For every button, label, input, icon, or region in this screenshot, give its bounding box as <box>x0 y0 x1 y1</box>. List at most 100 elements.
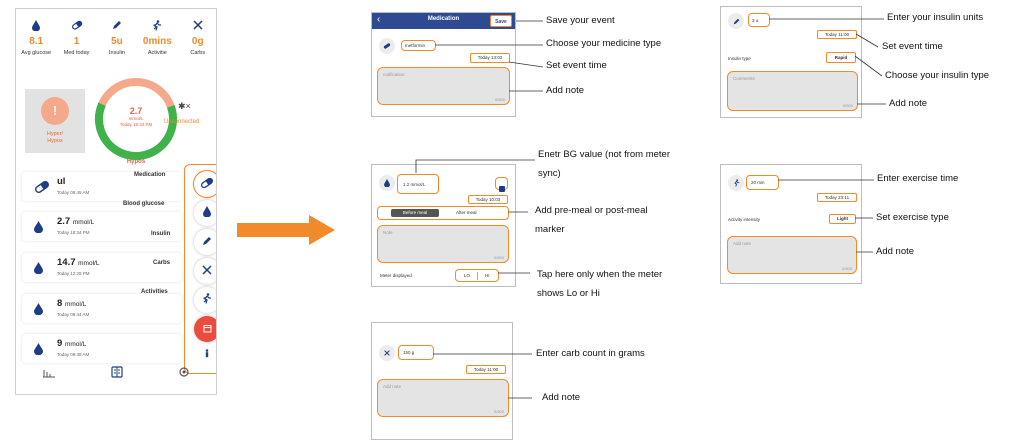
entry-value: 8 <box>57 298 63 309</box>
callout-lohi-line1: Tap here only when the meter <box>537 269 663 280</box>
bg-value-field[interactable]: 1.2 mmol/L <box>397 174 439 194</box>
glucose-ring[interactable] <box>83 76 189 162</box>
nav-chart-icon[interactable] <box>42 365 56 383</box>
list-item[interactable]: 8 mmol/L Today 09:44 AM <box>22 294 182 323</box>
leader-line <box>854 55 883 77</box>
stat-med-today: 1 Med today <box>59 19 95 67</box>
activity-intensity-select[interactable]: Light <box>829 214 856 224</box>
exercise-time-field[interactable]: 20 min <box>746 175 779 190</box>
add-carbs-button[interactable] <box>194 258 216 284</box>
nav-bar: ‹ Medication Save <box>372 13 515 29</box>
stat-label: Med today <box>63 50 90 56</box>
exercise-screen: 20 min Today 23:11 Activity intensity Li… <box>720 164 862 284</box>
stat-value: 1 <box>73 36 80 47</box>
event-time-field[interactable]: Today 11:00 <box>466 365 506 374</box>
ring-arc-green <box>95 78 177 160</box>
pill-icon <box>59 19 95 31</box>
nav-logbook-icon[interactable] <box>110 365 124 383</box>
list-item[interactable]: 9 mmol/L Today 09:38 AM <box>22 334 182 363</box>
bluetooth-icon[interactable]: ✱× <box>178 101 191 111</box>
insulin-units-field[interactable]: 3 u <box>748 13 770 27</box>
note-placeholder: Note <box>383 230 393 235</box>
note-placeholder: Add note <box>383 384 402 389</box>
ring-time: Today 18:34 PM <box>119 122 153 127</box>
add-insulin-button[interactable] <box>194 229 216 255</box>
cutlery-icon <box>202 262 212 280</box>
close-menu-button[interactable] <box>194 316 216 342</box>
drop-icon <box>34 302 43 320</box>
entry-unit: mmol/L <box>64 301 87 308</box>
before-meal-button[interactable]: Before meal <box>391 209 439 217</box>
list-item[interactable]: 2.7 mmol/L Today 18:34 PM <box>22 212 182 241</box>
stat-carbs: 0g Carbs <box>180 19 216 67</box>
add-medication-button[interactable] <box>193 170 216 198</box>
event-time-field[interactable]: Today 13:02 <box>470 53 510 63</box>
entry-unit: mmol/L <box>78 260 100 267</box>
fab-label-carbs: Carbs <box>153 260 171 266</box>
note-field[interactable]: Add note 0/500 <box>377 379 509 417</box>
hypos-label: Hypos <box>47 138 63 144</box>
carb-unit: g <box>411 350 415 355</box>
person-icon <box>204 345 210 363</box>
note-placeholder: Comments <box>733 76 755 81</box>
insulin-type-select[interactable]: Rapid <box>826 52 856 63</box>
hi-button[interactable]: HI <box>485 273 490 278</box>
drop-icon <box>34 342 43 360</box>
add-blood-glucose-button[interactable] <box>194 200 216 226</box>
entry-time: Today 12:28 PM <box>57 271 90 276</box>
note-field[interactable]: Comments 0/500 <box>727 71 858 111</box>
add-activities-button[interactable] <box>194 287 216 313</box>
meter-sync-button[interactable] <box>495 177 508 192</box>
lo-hi-toggle[interactable]: LO HI <box>455 269 499 282</box>
carbs-screen: 150 g Today 11:00 Add note 0/500 <box>371 322 513 440</box>
entry-value: 9 <box>57 338 63 349</box>
note-field[interactable]: notification 0/500 <box>377 67 510 105</box>
entry-unit: mmol/L <box>72 219 95 226</box>
cutlery-icon <box>379 345 395 361</box>
lo-button[interactable]: LO <box>464 273 471 278</box>
callout-exercise-type: Set exercise type <box>876 212 949 223</box>
runner-icon <box>728 175 744 191</box>
summary-stats: 8.1 Avg glucose 1 Med today 5u Insulin 0… <box>16 19 216 67</box>
callout-insulin-type: Choose your insulin type <box>885 70 990 81</box>
event-time-field[interactable]: Today 23:11 <box>817 193 857 202</box>
carb-value: 150 <box>403 350 411 355</box>
back-icon[interactable]: ‹ <box>377 14 381 25</box>
bg-value: 1.2 <box>403 182 410 187</box>
cutlery-icon <box>180 19 216 31</box>
note-field[interactable]: Add note 0/500 <box>727 236 857 274</box>
note-field[interactable]: Note 0/500 <box>377 225 509 263</box>
after-meal-button[interactable]: After meal <box>456 209 496 217</box>
stat-value: 5u <box>111 36 123 47</box>
list-item[interactable]: 14.7 mmol/L Today 12:28 PM <box>22 253 182 282</box>
exercise-value: 20 <box>751 180 757 185</box>
toggle-divider <box>477 272 478 280</box>
save-button[interactable]: Save <box>490 15 512 27</box>
medicine-type-field[interactable]: metformin <box>401 40 436 51</box>
note-counter: 0/500 <box>493 255 504 260</box>
list-item[interactable]: ul Today 09:45 AM <box>22 172 182 201</box>
hyper-hypos-card[interactable]: ! Hyper/Hypos <box>25 89 85 153</box>
callout-insulin-time: Set event time <box>882 41 943 52</box>
callout-exercise-time: Enter exercise time <box>877 173 959 184</box>
exercise-unit: min <box>757 180 765 185</box>
stat-avg-glucose: 8.1 Avg glucose <box>18 19 54 67</box>
ring-caption: Hypos <box>126 159 146 165</box>
entry-time: Today 09:45 AM <box>57 190 90 195</box>
entry-time: Today 09:38 AM <box>57 352 90 357</box>
entry-value: ul <box>57 176 66 187</box>
note-placeholder: notification <box>383 72 405 77</box>
nav-settings-icon[interactable] <box>178 365 190 383</box>
carb-count-field[interactable]: 150 g <box>398 345 434 360</box>
pill-icon <box>34 180 50 198</box>
pen-icon <box>728 13 744 29</box>
event-time-field[interactable]: Today 10:03 <box>468 195 508 204</box>
note-counter: 0/500 <box>493 409 504 414</box>
note-counter: 0/500 <box>841 266 852 271</box>
callout-carb-note: Add note <box>542 392 581 403</box>
leader-line <box>508 61 544 68</box>
phone-screenshot: 8.1 Avg glucose 1 Med today 5u Insulin 0… <box>15 8 217 395</box>
callout-insulin-note: Add note <box>889 98 928 109</box>
